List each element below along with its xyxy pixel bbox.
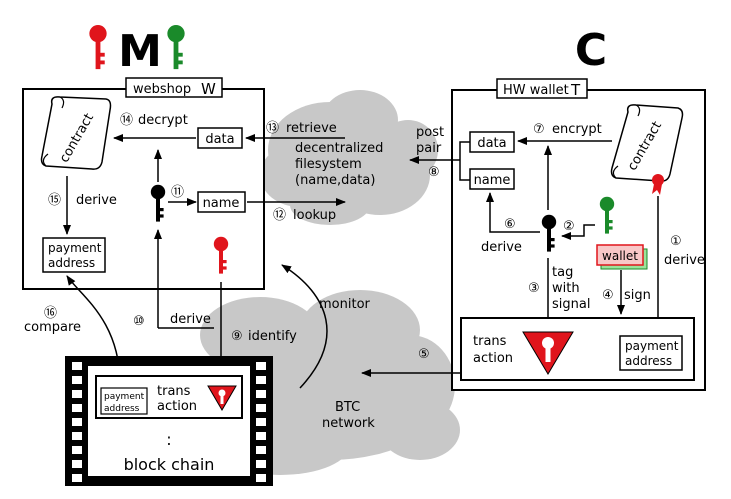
step-15: ⑮ [48, 193, 61, 208]
merchant-data-label: data [205, 132, 234, 147]
step-2: ② [563, 219, 575, 234]
merchant-compare-label: compare [24, 320, 81, 335]
customer-payment-address-box [619, 335, 683, 371]
customer-transaction-label-1: trans [473, 334, 507, 349]
chain-transaction-label-1: trans [157, 384, 191, 399]
customer-post-label-1: post [416, 125, 444, 140]
step-9: ⑨ [231, 329, 243, 344]
step-16: ⑯ [44, 306, 57, 321]
customer-sign-label: sign [624, 288, 651, 303]
step-4: ④ [602, 288, 614, 303]
customer-contract-scroll: contract [610, 104, 684, 195]
customer-transaction-label-2: action [473, 351, 513, 366]
wax-seal-icon [652, 174, 664, 186]
step-13: ⑬ [266, 121, 279, 136]
merchant-private-key-icon [89, 24, 107, 70]
merchant-letter: M [118, 26, 162, 77]
filesystem-line-3: (name,data) [295, 173, 375, 188]
step-7: ⑦ [533, 122, 545, 137]
customer-name-label: name [474, 173, 511, 188]
merchant-derive-label: derive [76, 193, 117, 208]
chain-payment-label-1: payment [104, 392, 145, 402]
step-6: ⑥ [504, 217, 516, 232]
customer-data-label: data [477, 136, 506, 151]
step-3: ③ [528, 281, 540, 296]
chain-ellipsis: : [166, 430, 171, 449]
chain-transaction-triangle [207, 385, 237, 411]
merchant-retrieve-label: retrieve [286, 121, 337, 136]
merchant-header: M [89, 24, 185, 77]
merchant-derive-label-2: derive [170, 312, 211, 327]
customer-tag-label-2: with [552, 281, 580, 296]
chain-label: block chain [124, 455, 215, 474]
webshop-var: W [201, 80, 216, 98]
merchant-contract-scroll: contract [40, 96, 112, 170]
chain-payment-label-2: address [104, 404, 140, 414]
hw-wallet-label: HW wallet [503, 83, 569, 98]
customer-name-box [469, 168, 515, 190]
filesystem-cloud [260, 90, 438, 225]
merchant-payment-label-1: payment [48, 241, 102, 255]
step-5: ⑤ [418, 347, 430, 362]
customer-derive-label: derive [481, 240, 522, 255]
wallet-chip-label: wallet [602, 249, 638, 263]
step-11: ⑪ [171, 185, 184, 200]
filesystem-line-2: filesystem [295, 157, 362, 172]
merchant-public-key-icon [167, 24, 185, 70]
step-12: ⑫ [273, 208, 286, 223]
customer-tag-label-3: signal [552, 297, 590, 312]
customer-post-label-2: pair [416, 141, 442, 156]
btc-label-1: BTC [335, 400, 360, 415]
webshop-label: webshop [133, 82, 191, 97]
step-10: ⑩ [133, 314, 145, 329]
merchant-decrypt-label: decrypt [138, 113, 188, 128]
wallet-chip: wallet [596, 244, 648, 270]
step-14: ⑭ [120, 113, 133, 128]
customer-payment-label-1: payment [625, 339, 679, 353]
filesystem-line-1: decentralized [295, 141, 383, 156]
customer-encrypt-label: encrypt [552, 122, 602, 137]
merchant-data-box [197, 127, 243, 149]
step-8: ⑧ [428, 165, 440, 180]
customer-payment-label-2: address [625, 354, 672, 368]
merchant-name-label: name [203, 196, 240, 211]
merchant-payment-address-box [42, 237, 106, 273]
chain-transaction-label-2: action [157, 399, 197, 414]
btc-label-2: network [322, 416, 375, 431]
merchant-lookup-label: lookup [293, 208, 336, 223]
customer-arrows [361, 137, 662, 377]
merchant-name-box [197, 191, 246, 213]
blockchain-film [65, 356, 273, 486]
customer-letter: C [575, 25, 607, 76]
hw-wallet-var: T [570, 81, 581, 99]
merchant-identify-label: identify [248, 329, 297, 344]
step-1: ① [670, 234, 682, 249]
merchant-payment-label-2: address [48, 256, 95, 270]
customer-tag-label-1: tag [552, 265, 573, 280]
chain-payment-address-box [100, 387, 148, 415]
customer-transaction-triangle [522, 331, 574, 375]
merchant-monitor-label: monitor [319, 297, 371, 312]
customer-derive-label-2: derive [664, 253, 705, 268]
